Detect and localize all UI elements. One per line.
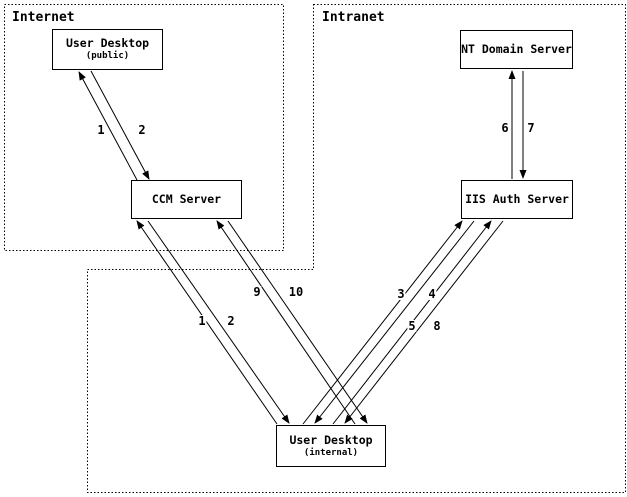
- internet-zone-label: Internet: [12, 10, 75, 25]
- node-title: User Desktop: [65, 36, 150, 51]
- edge-iis-to-internal-desktop-4: [314, 220, 475, 424]
- intranet-zone-label: Intranet: [322, 10, 385, 25]
- edge-ccm-to-internal-desktop-2: [147, 220, 290, 424]
- edge-label-iis-internal-4: 4: [427, 287, 437, 301]
- node-subtitle: (public): [85, 51, 130, 61]
- node-iis-auth-server: IIS Auth Server: [461, 180, 573, 219]
- edge-label-ccm-internal-10: 10: [287, 285, 305, 299]
- edge-public-desktop-to-ccm-1: [78, 71, 138, 181]
- node-ccm-server: CCM Server: [131, 180, 242, 219]
- edge-label-public-ccm-2: 2: [137, 123, 147, 137]
- edge-label-ccm-internal-2: 2: [226, 314, 236, 328]
- node-subtitle: (internal): [303, 447, 359, 458]
- edge-label-iis-internal-8: 8: [432, 319, 442, 333]
- intranet-zone-border: [87, 4, 626, 493]
- node-title: User Desktop: [289, 432, 373, 447]
- edge-ccm-to-public-desktop-2: [90, 70, 150, 180]
- edge-iis-to-internal-desktop-8: [344, 220, 504, 424]
- node-user-desktop-internal: User Desktop (internal): [276, 425, 386, 467]
- edge-label-public-ccm-1: 1: [96, 123, 106, 137]
- edge-label-nt-iis-6: 6: [500, 121, 510, 135]
- node-nt-domain-server: NT Domain Server: [460, 30, 573, 69]
- edge-internal-desktop-to-ccm-1: [136, 220, 278, 425]
- node-title: NT Domain Server: [461, 41, 572, 56]
- node-title: IIS Auth Server: [465, 191, 569, 206]
- edge-internal-desktop-to-ccm-9: [216, 220, 356, 425]
- edge-ccm-to-internal-desktop-10: [227, 220, 368, 424]
- edge-label-ccm-internal-9: 9: [252, 285, 262, 299]
- edge-label-iis-internal-3: 3: [396, 287, 406, 301]
- edge-internal-desktop-to-iis-3: [302, 220, 463, 425]
- node-user-desktop-public: User Desktop (public): [52, 29, 163, 70]
- edge-label-ccm-internal-1: 1: [197, 314, 207, 328]
- edge-label-iis-internal-5: 5: [407, 319, 417, 333]
- edge-label-nt-iis-7: 7: [526, 121, 536, 135]
- node-title: CCM Server: [151, 191, 222, 206]
